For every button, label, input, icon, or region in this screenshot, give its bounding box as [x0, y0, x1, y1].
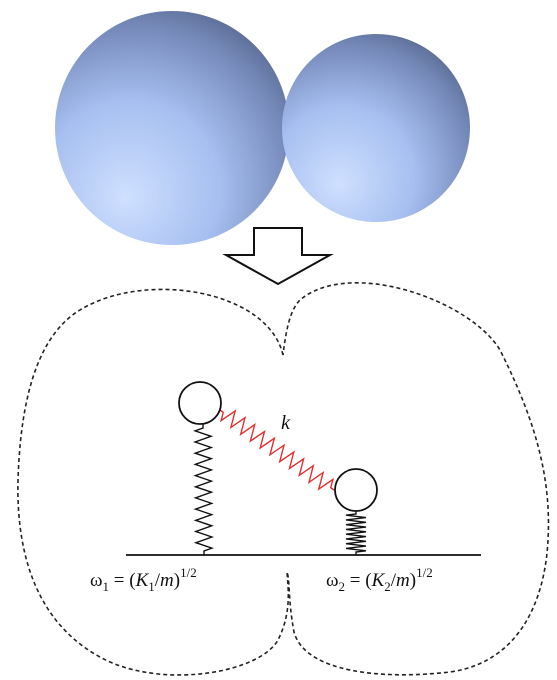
- merging-spheres: [55, 11, 470, 245]
- down-arrow-icon: [222, 227, 334, 286]
- frequency-formula-2: ω2 = (K2/m)1/2: [326, 565, 433, 594]
- vertical-spring-2: [345, 511, 367, 555]
- large-sphere: [55, 11, 289, 245]
- coupling-spring: [219, 409, 335, 491]
- mass-1: [178, 381, 222, 425]
- vertical-spring-1: [192, 423, 215, 556]
- mass-2: [334, 468, 378, 512]
- frequency-formula-1: ω1 = (K1/m)1/2: [90, 565, 197, 594]
- small-sphere: [282, 34, 470, 222]
- coupling-constant-label: k: [281, 412, 291, 434]
- dashed-outline: [17, 282, 550, 676]
